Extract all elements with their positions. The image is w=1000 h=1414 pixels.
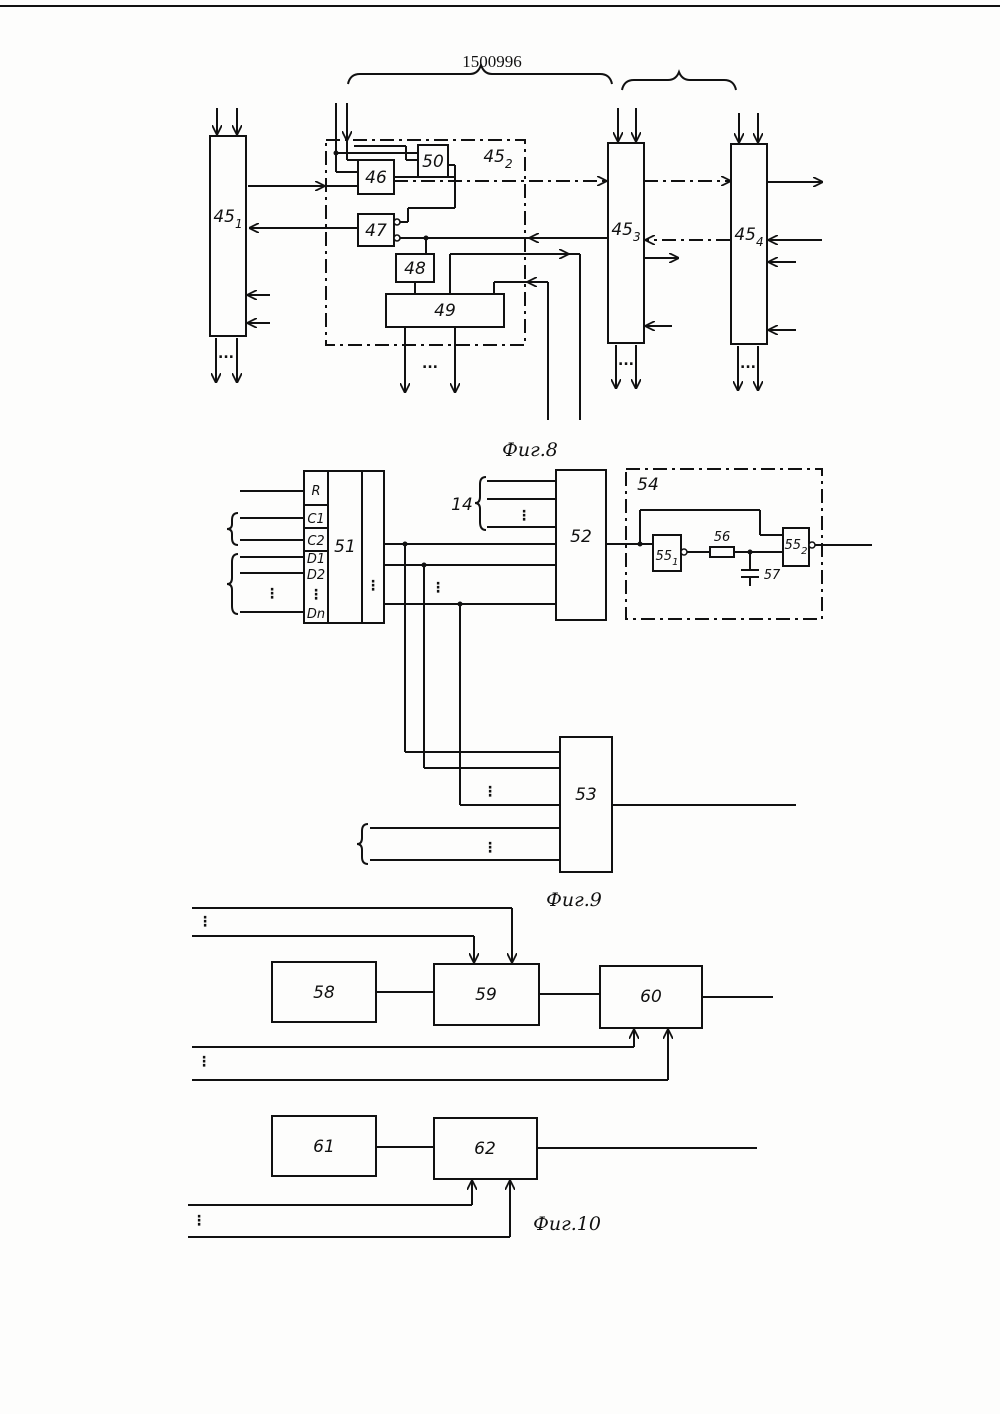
block-58-label: 58 [313,983,335,1003]
inverter-bubble [394,219,400,225]
capacitor-57-label: 57 [764,568,781,583]
inverter-bubble [809,542,815,548]
inverter-bubble [394,235,400,241]
ellipsis: ⋮ [197,1054,211,1070]
ellipsis: ... [618,353,634,369]
pin-d1: D1 [307,552,325,567]
block-52-label: 52 [570,527,592,547]
figure-9-caption: Фиг.9 [546,889,602,911]
block-53-label: 53 [575,785,597,805]
figure-10: ⋮ 58 59 60 ⋮ 61 62 ⋮ Фиг.10 [188,908,773,1237]
ellipsis: ⋮ [309,587,323,603]
brace-top-1 [348,65,612,84]
block-51-label: 51 [334,537,356,557]
block-48-label: 48 [404,259,426,279]
ellipsis: ⋮ [265,586,279,602]
block-61-label: 61 [313,1137,335,1157]
brace-top-2 [622,72,736,90]
pin-d2: D2 [307,568,325,583]
block-45-1 [210,136,246,336]
ellipsis: ... [422,356,438,372]
figure-8: 451 ... 452 46 50 47 [210,103,822,461]
ellipsis: ⋮ [517,508,531,524]
block-59-label: 59 [475,985,497,1005]
block-62-label: 62 [474,1139,496,1159]
figure-10-caption: Фиг.10 [533,1213,601,1235]
brace-clock [227,513,238,545]
ellipsis: ⋮ [192,1213,206,1229]
block-50-label: 50 [422,152,444,172]
bus-14-label: 14 [451,495,473,515]
ellipsis: ⋮ [431,580,445,596]
ellipsis: ... [218,346,234,362]
ellipsis: ⋮ [198,914,212,930]
group-45-2-label: 452 [483,147,512,171]
ellipsis: ⋮ [366,578,380,594]
resistor-56 [710,547,734,557]
figure-8-caption: Фиг.8 [502,439,558,461]
brace-bus-14 [475,477,486,530]
brace-53-inputs [357,824,368,864]
resistor-56-label: 56 [714,530,731,545]
patent-number: 1500996 [462,52,522,71]
figure-9: R C1 C2 D1 D2 ⋮ Dn 51 ⋮ ⋮ ⋮ ⋮ [227,469,872,911]
block-49-label: 49 [434,301,456,321]
ellipsis: ⋮ [483,840,497,856]
block-47-label: 47 [365,221,387,241]
pin-c2: C2 [307,534,324,549]
block-60-label: 60 [640,987,662,1007]
pin-c1: C1 [307,512,324,527]
group-54-label: 54 [637,475,659,495]
block-46-label: 46 [365,168,387,188]
pin-r: R [311,484,320,499]
brace-data [227,554,238,614]
pin-dn: Dn [307,607,325,622]
ellipsis: ... [740,356,756,372]
inverter-bubble [681,549,687,555]
ellipsis: ⋮ [483,784,497,800]
